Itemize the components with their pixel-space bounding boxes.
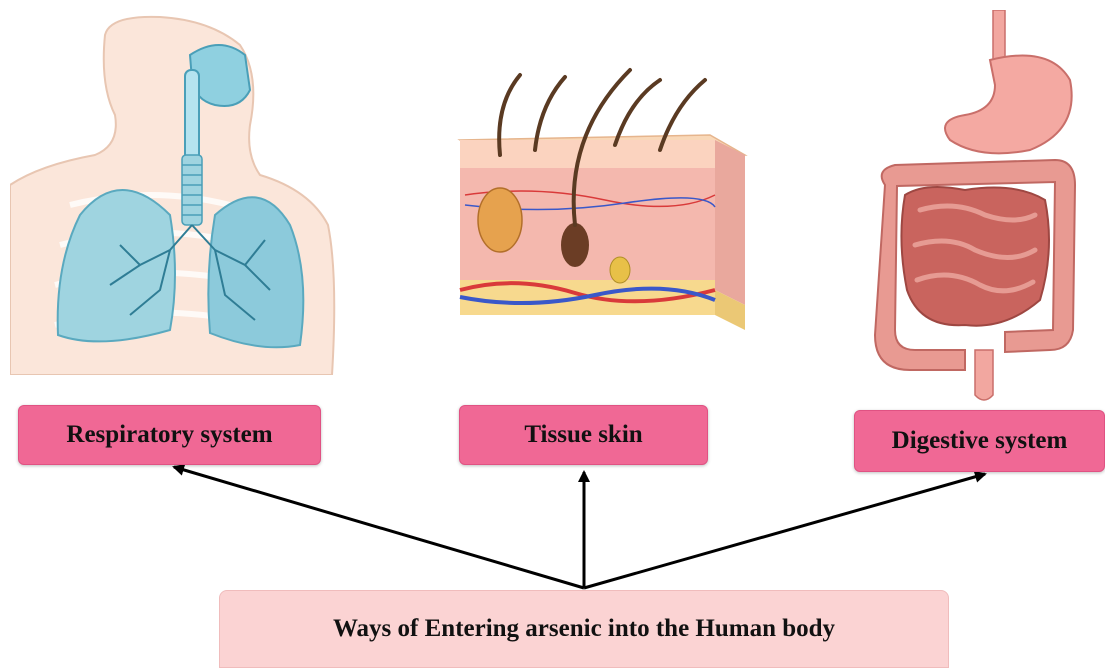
digestive-system-label: Digestive system (854, 410, 1105, 472)
digestive-system-text: Digestive system (892, 427, 1068, 455)
source-label: Ways of Entering arsenic into the Human … (219, 590, 949, 668)
source-label-text: Ways of Entering arsenic into the Human … (333, 615, 835, 643)
respiratory-system-text: Respiratory system (66, 421, 272, 449)
arrow-to-digestive (584, 474, 985, 588)
tissue-skin-label: Tissue skin (459, 405, 708, 465)
arrow-to-respiratory (174, 467, 584, 588)
tissue-skin-text: Tissue skin (524, 421, 642, 449)
respiratory-system-label: Respiratory system (18, 405, 321, 465)
